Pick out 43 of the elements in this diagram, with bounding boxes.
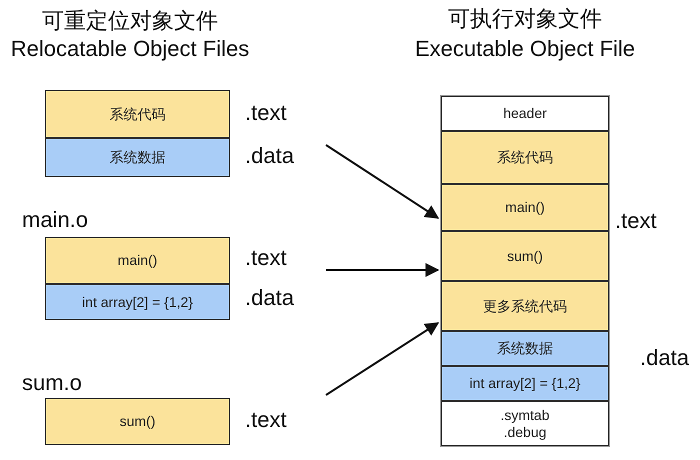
- section-box: [441, 331, 609, 366]
- section-name: 更多系统代码: [483, 298, 567, 314]
- section-box: [45, 237, 230, 284]
- section-box: [441, 401, 609, 446]
- section-name: 系统数据: [110, 149, 166, 166]
- arrow: [325, 144, 440, 219]
- section-label: .text: [245, 100, 287, 126]
- section-box: [45, 138, 230, 177]
- section-box: [45, 284, 230, 320]
- section-name: .symtab: [500, 406, 550, 424]
- section-name: 系统代码: [497, 149, 553, 166]
- section-box: [441, 184, 609, 231]
- column-heading: 可重定位对象文件: [42, 7, 218, 35]
- section-label: main.o: [22, 207, 88, 233]
- arrow: [325, 322, 440, 396]
- heading-text: Executable Object File: [414, 36, 636, 61]
- section-name: main(): [505, 199, 545, 216]
- section-box: [441, 131, 609, 184]
- section-box: [441, 96, 609, 131]
- section-name: 系统数据: [497, 340, 553, 357]
- arrow: [326, 263, 440, 277]
- section-label: .data: [640, 345, 689, 371]
- section-box: [441, 231, 609, 281]
- section-label: .text: [615, 208, 657, 234]
- section-name: 系统代码: [110, 106, 166, 122]
- section-box: [441, 366, 609, 401]
- section-label: .data: [245, 285, 294, 311]
- section-label: .data: [245, 143, 294, 169]
- column-heading: Relocatable Object Files: [10, 36, 250, 62]
- heading-text: 可执行对象文件: [448, 6, 602, 31]
- section-name: header: [503, 105, 547, 122]
- section-name: sum(): [120, 413, 156, 430]
- section-label: sum.o: [22, 370, 82, 396]
- section-name: int array[2] = {1,2}: [470, 375, 580, 392]
- section-box: [45, 398, 230, 445]
- section-name: sum(): [507, 248, 543, 264]
- section-name: main(): [118, 252, 158, 269]
- section-box: [441, 281, 609, 331]
- section-label: .text: [245, 407, 287, 433]
- section-label: .text: [245, 245, 287, 271]
- section-name: int array[2] = {1,2}: [82, 294, 193, 310]
- section-box: [45, 90, 230, 138]
- section-name: .debug: [504, 424, 546, 440]
